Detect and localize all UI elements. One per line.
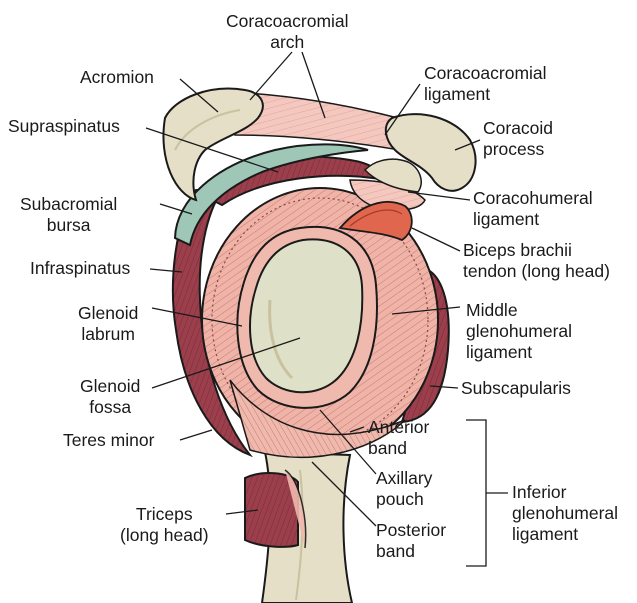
label-axillary-pouch: Axillary pouch [376, 468, 432, 510]
label-glenoid-labrum: Glenoid labrum [78, 303, 138, 345]
label-triceps: Triceps (long head) [120, 504, 209, 546]
label-subacromial-bursa: Subacromial bursa [20, 194, 117, 236]
label-acromion: Acromion [80, 67, 154, 88]
label-posterior-band: Posterior band [376, 520, 446, 562]
glenoid-fossa [250, 239, 362, 392]
label-coracohumeral-ligament: Coracohumeral ligament [473, 188, 593, 230]
label-coracoid-process: Coracoid process [483, 118, 553, 160]
label-middle-glenohumeral-ligament: Middle glenohumeral ligament [466, 300, 572, 363]
label-anterior-band: Anterior band [368, 417, 429, 459]
label-inferior-glenohumeral-ligament: Inferior glenohumeral ligament [512, 482, 618, 545]
label-supraspinatus: Supraspinatus [8, 116, 120, 137]
label-coracoacromial-arch: Coracoacromial arch [226, 11, 349, 53]
label-teres-minor: Teres minor [63, 430, 154, 451]
label-coracoacromial-ligament: Coracoacromial ligament [424, 63, 547, 105]
label-biceps-tendon: Biceps brachii tendon (long head) [463, 240, 610, 282]
label-infraspinatus: Infraspinatus [30, 258, 130, 279]
label-subscapularis: Subscapularis [461, 378, 571, 399]
label-glenoid-fossa: Glenoid fossa [80, 376, 140, 418]
